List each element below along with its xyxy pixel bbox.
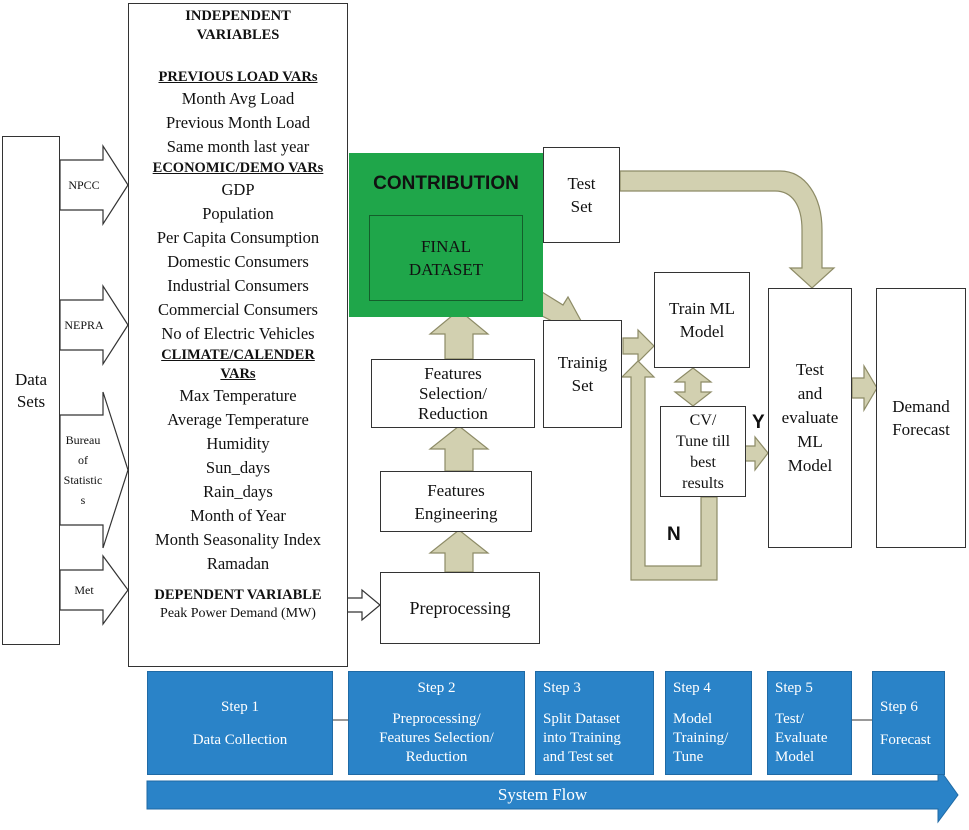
step-title: Step 2	[417, 680, 456, 696]
var-item: Same month last year	[166, 137, 310, 156]
var-item: Humidity	[206, 434, 270, 453]
group-heading-previous-load: PREVIOUS LOAD VARs	[158, 69, 318, 85]
independent-title-2: VARIABLES	[196, 27, 280, 43]
arrow-dependent	[342, 588, 381, 622]
var-item: Commercial Consumers	[158, 300, 318, 319]
step-desc: Split Dataset	[543, 711, 621, 727]
data-sets-box: Data Sets	[2, 136, 60, 645]
step-title: Step 3	[543, 680, 581, 696]
features-engineering-box: Features Engineering	[380, 471, 532, 532]
step-desc: Model	[673, 711, 713, 727]
group-heading-economic: ECONOMIC/DEMO VARs	[152, 160, 324, 176]
step-desc: Tune	[673, 749, 704, 765]
arrow-test-to-eval	[619, 170, 836, 289]
test-set-box: Test Set	[543, 147, 620, 243]
step-desc: Test/	[775, 711, 804, 727]
system-flow-label: System Flow	[497, 785, 588, 804]
step-desc: into Training	[543, 730, 621, 746]
step-desc: Forecast	[880, 732, 931, 748]
step-desc: and Test set	[543, 749, 614, 765]
variables-box: INDEPENDENT VARIABLES PREVIOUS LOAD VARs…	[128, 3, 348, 667]
final-dataset-box: FINAL DATASET	[369, 215, 523, 301]
step-2-box: Step 2 Preprocessing/ Features Selection…	[348, 671, 525, 775]
var-item: Month Avg Load	[181, 89, 295, 108]
var-item: Max Temperature	[179, 386, 297, 405]
step-desc: Reduction	[405, 749, 468, 765]
var-item: Industrial Consumers	[167, 276, 309, 295]
source-met: Met	[74, 582, 94, 597]
step-title: Step 4	[673, 680, 711, 696]
features-selection-box: Features Selection/ Reduction	[371, 359, 535, 428]
step-desc: Preprocessing/	[392, 711, 481, 727]
preprocessing-box: Preprocessing	[380, 572, 540, 644]
var-item: Rain_days	[203, 482, 273, 501]
step-title: Step 6	[880, 699, 918, 715]
var-item: GDP	[221, 180, 255, 199]
data-sets-label-2: Sets	[16, 391, 46, 411]
arrow-eval-to-forecast	[851, 363, 878, 413]
step-desc: Data Collection	[192, 732, 288, 748]
yes-label: Y	[752, 412, 765, 433]
step-desc: Training/	[673, 730, 729, 746]
step-title: Step 1	[221, 699, 259, 715]
var-item: Domestic Consumers	[167, 252, 309, 271]
dependent-item: Peak Power Demand (MW)	[160, 606, 316, 621]
var-item: Month Seasonality Index	[155, 530, 321, 549]
training-set-box: Trainig Set	[543, 320, 622, 428]
arrow-bureau	[59, 391, 129, 549]
var-item: Population	[202, 204, 274, 223]
var-item: Ramadan	[206, 554, 270, 573]
arrow-nepra	[59, 283, 129, 367]
contribution-panel: CONTRIBUTION FINAL DATASET	[349, 153, 543, 317]
final-dataset-line-2: DATASET	[408, 260, 484, 279]
cv-tune-box: CV/ Tune till best results	[660, 406, 746, 497]
contribution-label: CONTRIBUTION	[373, 173, 519, 194]
var-item: Per Capita Consumption	[156, 228, 320, 247]
data-sets-label-1: Data	[14, 369, 48, 389]
source-bureau: Bureau of Statistic s	[63, 433, 103, 507]
arrow-ml-cv	[673, 367, 713, 407]
evaluate-model-box: Test and evaluate ML Model	[768, 288, 852, 548]
arrow-loop-n	[620, 360, 718, 581]
arrow-met	[59, 554, 129, 626]
arrow-pre-to-eng	[428, 529, 490, 573]
var-item: No of Electric Vehicles	[161, 324, 315, 343]
arrow-eng-to-sel	[428, 425, 490, 472]
demand-forecast-box: Demand Forecast	[876, 288, 966, 548]
step-3-box: Step 3 Split Dataset into Training and T…	[535, 671, 654, 775]
independent-title-1: INDEPENDENT	[185, 8, 291, 24]
step-1-box: Step 1 Data Collection	[147, 671, 333, 775]
final-dataset-line-1: FINAL	[420, 237, 472, 256]
group-heading-climate-2: VARs	[220, 366, 256, 382]
arrow-sel-to-final	[428, 309, 490, 360]
dependent-title: DEPENDENT VARIABLE	[154, 587, 322, 603]
step-4-box: Step 4 Model Training/ Tune	[665, 671, 752, 775]
source-nepra: NEPRA	[64, 317, 104, 332]
var-item: Sun_days	[205, 458, 271, 477]
group-heading-climate-1: CLIMATE/CALENDER	[161, 347, 315, 363]
var-item: Previous Month Load	[166, 113, 310, 132]
source-npcc: NPCC	[68, 177, 100, 192]
step-desc: Features Selection/	[379, 730, 494, 746]
step-5-box: Step 5 Test/ Evaluate Model	[767, 671, 852, 775]
var-item: Month of Year	[190, 506, 286, 525]
step-title: Step 5	[775, 680, 813, 696]
no-label: N	[667, 524, 681, 545]
system-flow-arrow	[146, 765, 959, 824]
step-6-box: Step 6 Forecast	[872, 671, 945, 775]
step-desc: Model	[775, 749, 815, 765]
arrow-cv-to-eval	[744, 435, 769, 472]
arrow-npcc	[59, 143, 129, 227]
train-ml-model-box: Train ML Model	[654, 272, 750, 368]
step-desc: Evaluate	[775, 730, 828, 746]
arrow-train-to-ml	[622, 328, 655, 364]
var-item: Average Temperature	[167, 410, 309, 429]
